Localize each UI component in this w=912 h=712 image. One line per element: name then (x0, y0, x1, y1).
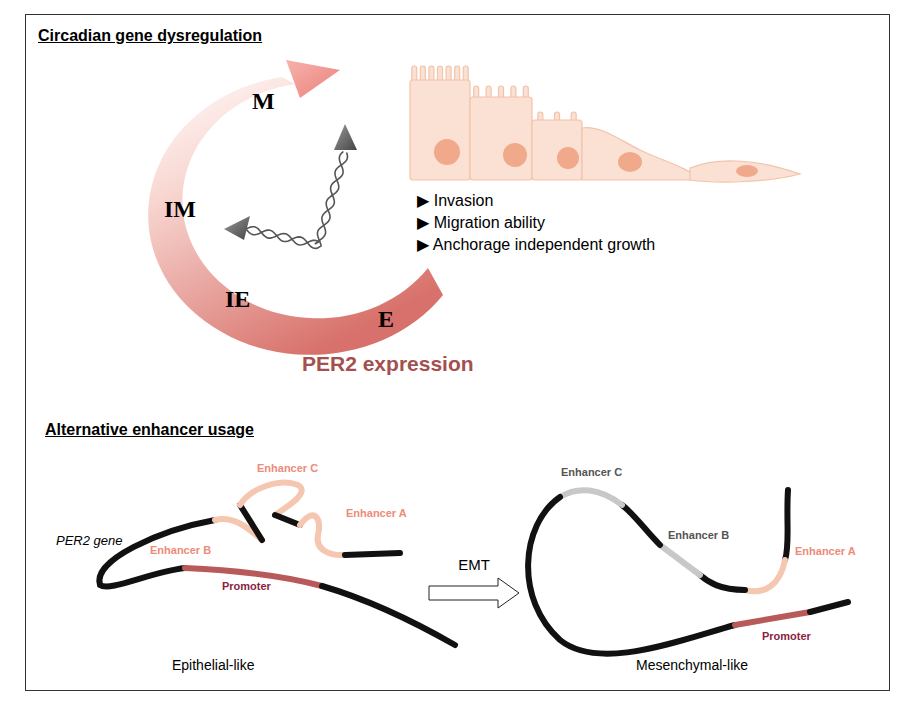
frame (26, 15, 890, 691)
chromatin-epithelial (99, 483, 455, 645)
arc-label: PER2 expression (302, 352, 474, 376)
promoter-label: Promoter (762, 630, 811, 643)
stage-letter: M (252, 88, 275, 116)
dna-arrowhead (334, 124, 357, 150)
enhancer-label: Enhancer C (561, 466, 622, 479)
bullet-item: ▶ Invasion (417, 192, 493, 210)
bullet-item: ▶ Anchorage independent growth (417, 236, 655, 254)
arrow-label: EMT (428, 556, 520, 573)
emt-cells (410, 66, 800, 182)
bullet-item: ▶ Migration ability (417, 214, 545, 232)
section-heading: Alternative enhancer usage (45, 421, 254, 439)
dna-squiggle (246, 152, 348, 249)
enhancer-label: Enhancer A (346, 507, 407, 520)
arc-arrowhead (286, 60, 340, 98)
emt-arrow: EMT (428, 556, 520, 609)
state-caption: Epithelial-like (172, 657, 254, 673)
enhancer-label: Enhancer A (795, 545, 856, 558)
dna-arrowhead (224, 216, 250, 240)
arrow-outline (428, 577, 520, 609)
stage-letter: E (378, 306, 394, 334)
gene-label: PER2 gene (56, 534, 123, 549)
stage-letter: IE (225, 286, 250, 314)
section-heading: Circadian gene dysregulation (38, 27, 262, 45)
state-caption: Mesenchymal-like (636, 657, 748, 673)
circadian-arc (148, 77, 443, 355)
chromatin-mesenchymal (528, 490, 848, 654)
enhancer-label: Enhancer B (150, 544, 211, 557)
promoter-label: Promoter (222, 580, 271, 593)
stage-letter: IM (164, 196, 196, 224)
enhancer-label: Enhancer B (668, 529, 729, 542)
enhancer-label: Enhancer C (257, 462, 318, 475)
